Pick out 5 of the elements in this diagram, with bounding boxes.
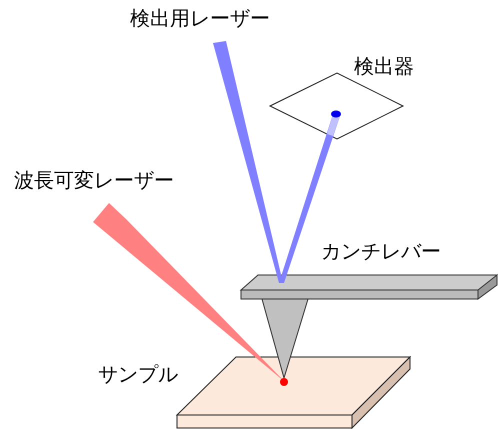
part-label: 波長可変レーザー xyxy=(14,170,174,190)
part-label: 検出器 xyxy=(354,56,414,76)
part-label: カンチレバー xyxy=(321,241,441,261)
part-label: 検出用レーザー xyxy=(130,8,270,28)
part-label: サンプル xyxy=(98,364,178,384)
